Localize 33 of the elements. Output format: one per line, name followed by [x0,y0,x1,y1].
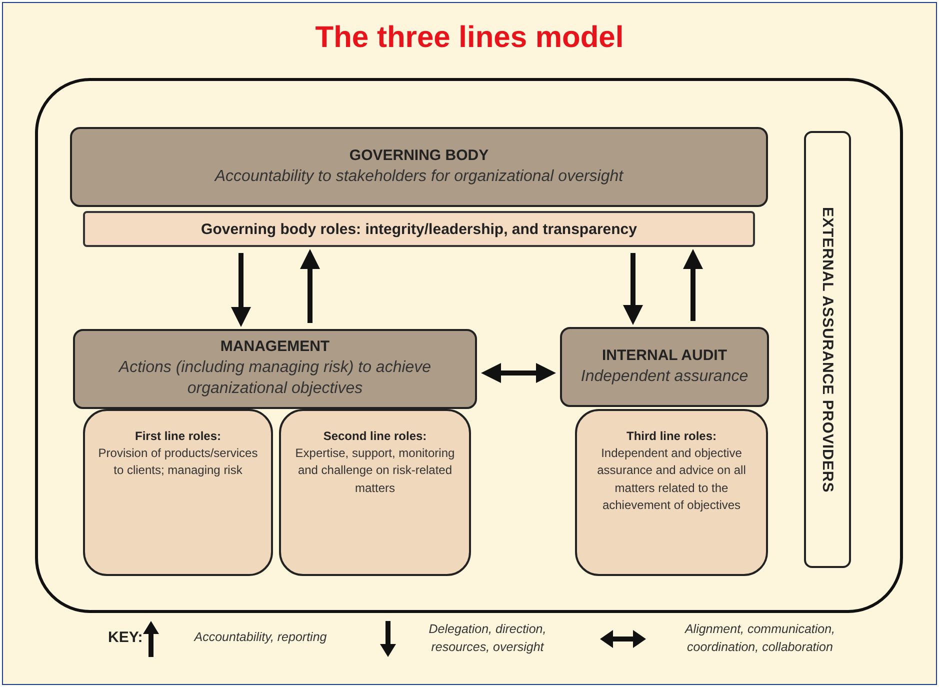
side-bar [804,131,851,568]
description: Accountability to stakeholders for organizational oversight [214,166,624,187]
description: Actions (including managing risk) to achieve organizational objectives [117,358,432,399]
heading: Second line roles: [323,429,427,443]
description: Independent assurance [580,366,748,387]
outer-frame [35,78,903,613]
side-label: EXTERNAL ASSURANCE PROVIDERS [819,206,836,492]
key-label: KEY: [108,629,143,646]
roles-bar [83,211,755,247]
description: Provision of products/services to clients; managing risk [97,445,259,480]
legend-text: Delegation, direction, resources, oversight [428,621,548,656]
description: Independent and objective assurance and advice on all matters related to the achievement of objectives [596,445,747,514]
heading: Governing body roles: integrity/leadership, and transparency [201,220,637,238]
heading-box [73,329,477,409]
heading: INTERNAL AUDIT [602,346,727,364]
heading-box [70,127,768,207]
legend-text: Accountability, reporting [192,629,328,646]
heading: Third line roles: [626,429,716,443]
heading: First line roles: [134,429,222,443]
arrow [683,249,703,321]
arrow [300,249,320,323]
roles-box [279,409,471,576]
description: Expertise, support, monitoring and challenge on risk-related matters [294,445,456,497]
roles-box [575,409,768,576]
arrow [623,253,643,325]
arrow [231,253,251,327]
title: The three lines model [314,21,625,55]
arrow [481,363,556,383]
heading-box [560,327,769,407]
heading: GOVERNING BODY [349,146,489,164]
roles-box [83,409,273,576]
legend-text: Alignment, communication, coordination, collaboration [684,621,836,656]
heading: MANAGEMENT [220,338,330,356]
